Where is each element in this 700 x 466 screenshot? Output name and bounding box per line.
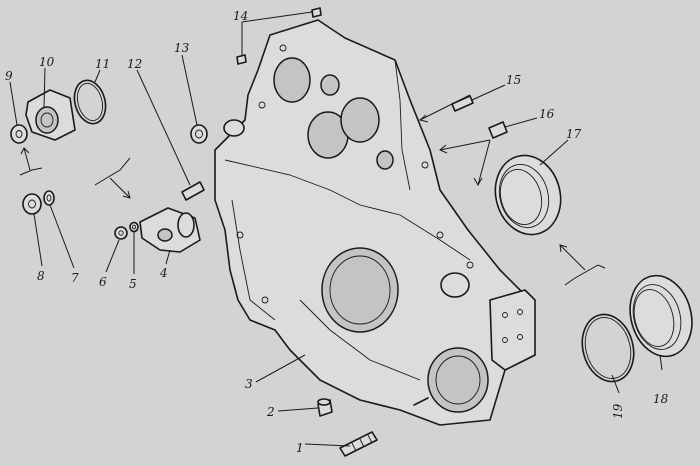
part-12-stud (181, 181, 205, 201)
part-18-seal (629, 274, 693, 358)
part-13-bushing (190, 124, 208, 144)
callout-17: 17 (566, 127, 582, 141)
part-5-washer (129, 221, 139, 233)
callout-3: 3 (245, 377, 253, 391)
callout-11: 11 (95, 57, 110, 71)
callout-14: 14 (233, 9, 248, 23)
part-4-bracket (139, 207, 201, 253)
callout-19: 19 (611, 403, 625, 419)
callout-4: 4 (159, 266, 168, 280)
part-1-stud (339, 431, 378, 457)
callout-8: 8 (37, 269, 45, 283)
part-7-washer (43, 190, 55, 206)
callout-2: 2 (266, 405, 275, 419)
part-2-plug (317, 398, 333, 417)
part-8-washer (22, 193, 42, 215)
part-14-dowels (236, 7, 322, 65)
part-15-dowel-pin (451, 95, 474, 112)
callout-6: 6 (99, 275, 107, 289)
callout-13: 13 (174, 41, 190, 55)
callout-7: 7 (71, 271, 79, 285)
part-6-nut (114, 226, 128, 240)
part-9-washer (10, 124, 28, 144)
callout-1: 1 (296, 441, 304, 455)
callout-18: 18 (653, 392, 669, 406)
leader-lines (9, 11, 663, 447)
part-10-bearing-housing (25, 89, 76, 141)
part-17-oil-seal (494, 154, 562, 236)
part-16-plug (488, 121, 508, 139)
callout-9: 9 (5, 69, 13, 83)
callout-12: 12 (127, 57, 142, 71)
callout-labels: 1 2 3 4 5 6 7 8 9 10 11 12 13 14 15 16 1… (5, 9, 669, 455)
part-19-ring (581, 313, 635, 383)
callout-10: 10 (39, 55, 55, 69)
assembly-arrows (19, 94, 606, 286)
callout-15: 15 (506, 73, 521, 87)
callout-5: 5 (129, 277, 137, 291)
part-11-o-ring (73, 79, 107, 125)
callout-16: 16 (539, 107, 555, 121)
timing-case-housing (214, 19, 536, 426)
